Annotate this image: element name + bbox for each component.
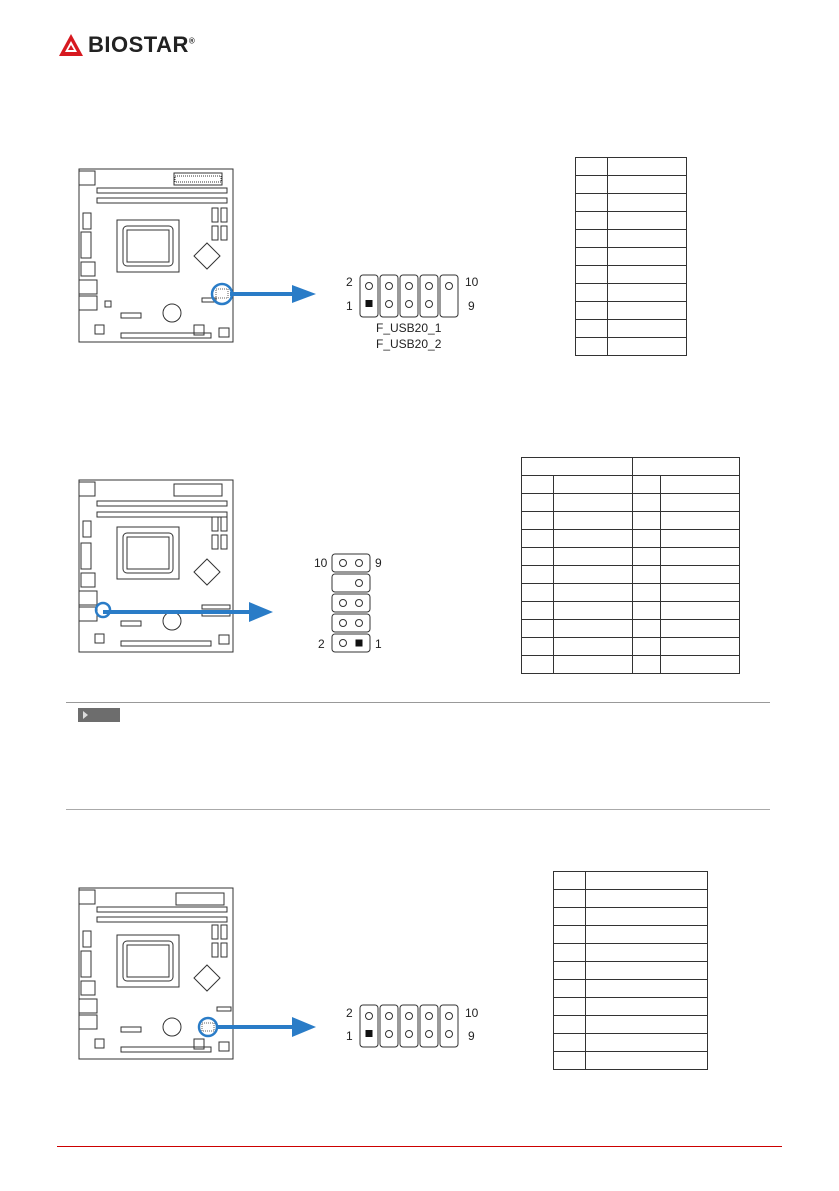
table-row	[521, 601, 740, 620]
pin-table-2	[521, 457, 740, 674]
table-row	[553, 997, 708, 1016]
usb-header-pinout-1: 2 1 10 9 F_USB20_1 F_USB20_2	[346, 274, 479, 351]
pin-label-1: 1	[346, 1029, 353, 1043]
table-row	[575, 337, 687, 356]
pin-label-10: 10	[314, 556, 328, 570]
pin-label-1: 1	[375, 637, 382, 651]
table-row	[553, 871, 708, 890]
pin-label-2: 2	[346, 1006, 353, 1020]
table-row	[553, 1051, 708, 1070]
pin-label-10: 10	[465, 275, 479, 289]
table-row	[521, 475, 740, 494]
table-row	[521, 547, 740, 566]
pointer-arrow-2	[103, 602, 273, 622]
table-row	[521, 637, 740, 656]
usb-header-pinout-3: 2 1 10 9	[346, 1004, 479, 1048]
table-row	[575, 229, 687, 248]
table-row	[553, 943, 708, 962]
table-row	[521, 583, 740, 602]
pin-table-3	[553, 871, 708, 1070]
note-top-divider	[66, 702, 770, 703]
pin-label-9: 9	[468, 1029, 475, 1043]
table-row	[553, 907, 708, 926]
table-row	[553, 1015, 708, 1034]
table-row	[521, 565, 740, 584]
table-row	[521, 619, 740, 638]
table-row	[575, 319, 687, 338]
motherboard-diagram-2	[78, 479, 234, 653]
table-row	[575, 157, 687, 176]
motherboard-diagram-3	[78, 887, 234, 1060]
table-row	[553, 925, 708, 944]
table-row	[553, 961, 708, 980]
pin-label-1: 1	[346, 299, 353, 313]
pin-table-1	[575, 157, 687, 356]
table-row	[575, 265, 687, 284]
table-row	[575, 211, 687, 230]
table-row	[553, 979, 708, 998]
pin-label-9: 9	[375, 556, 382, 570]
table-row	[575, 193, 687, 212]
motherboard-diagram-1	[78, 168, 234, 343]
note-bottom-divider	[66, 809, 770, 810]
biostar-logo-icon	[59, 34, 83, 56]
table-row	[575, 301, 687, 320]
note-tag	[78, 708, 120, 722]
brand-name: BIOSTAR®	[88, 32, 196, 57]
table-row	[521, 529, 740, 548]
table-row	[575, 175, 687, 194]
usb-header-pinout-2: 10 9 2 1	[314, 553, 382, 653]
table-row	[521, 655, 740, 674]
pin-label-2: 2	[318, 637, 325, 651]
pin-label-10: 10	[465, 1006, 479, 1020]
play-icon	[83, 711, 88, 719]
pointer-arrow-3	[218, 1017, 316, 1037]
table-row	[521, 457, 740, 476]
pin-label-9: 9	[468, 299, 475, 313]
table-row	[553, 889, 708, 908]
table-row	[575, 247, 687, 266]
header-name-1: F_USB20_1	[376, 321, 442, 335]
pointer-arrow-1	[230, 285, 316, 303]
table-row	[521, 493, 740, 512]
pin-label-2: 2	[346, 275, 353, 289]
header-name-2: F_USB20_2	[376, 337, 442, 351]
table-row	[553, 1033, 708, 1052]
brand-logo: BIOSTAR®	[58, 31, 195, 59]
table-row	[575, 283, 687, 302]
table-row	[521, 511, 740, 530]
footer-divider	[57, 1146, 782, 1147]
